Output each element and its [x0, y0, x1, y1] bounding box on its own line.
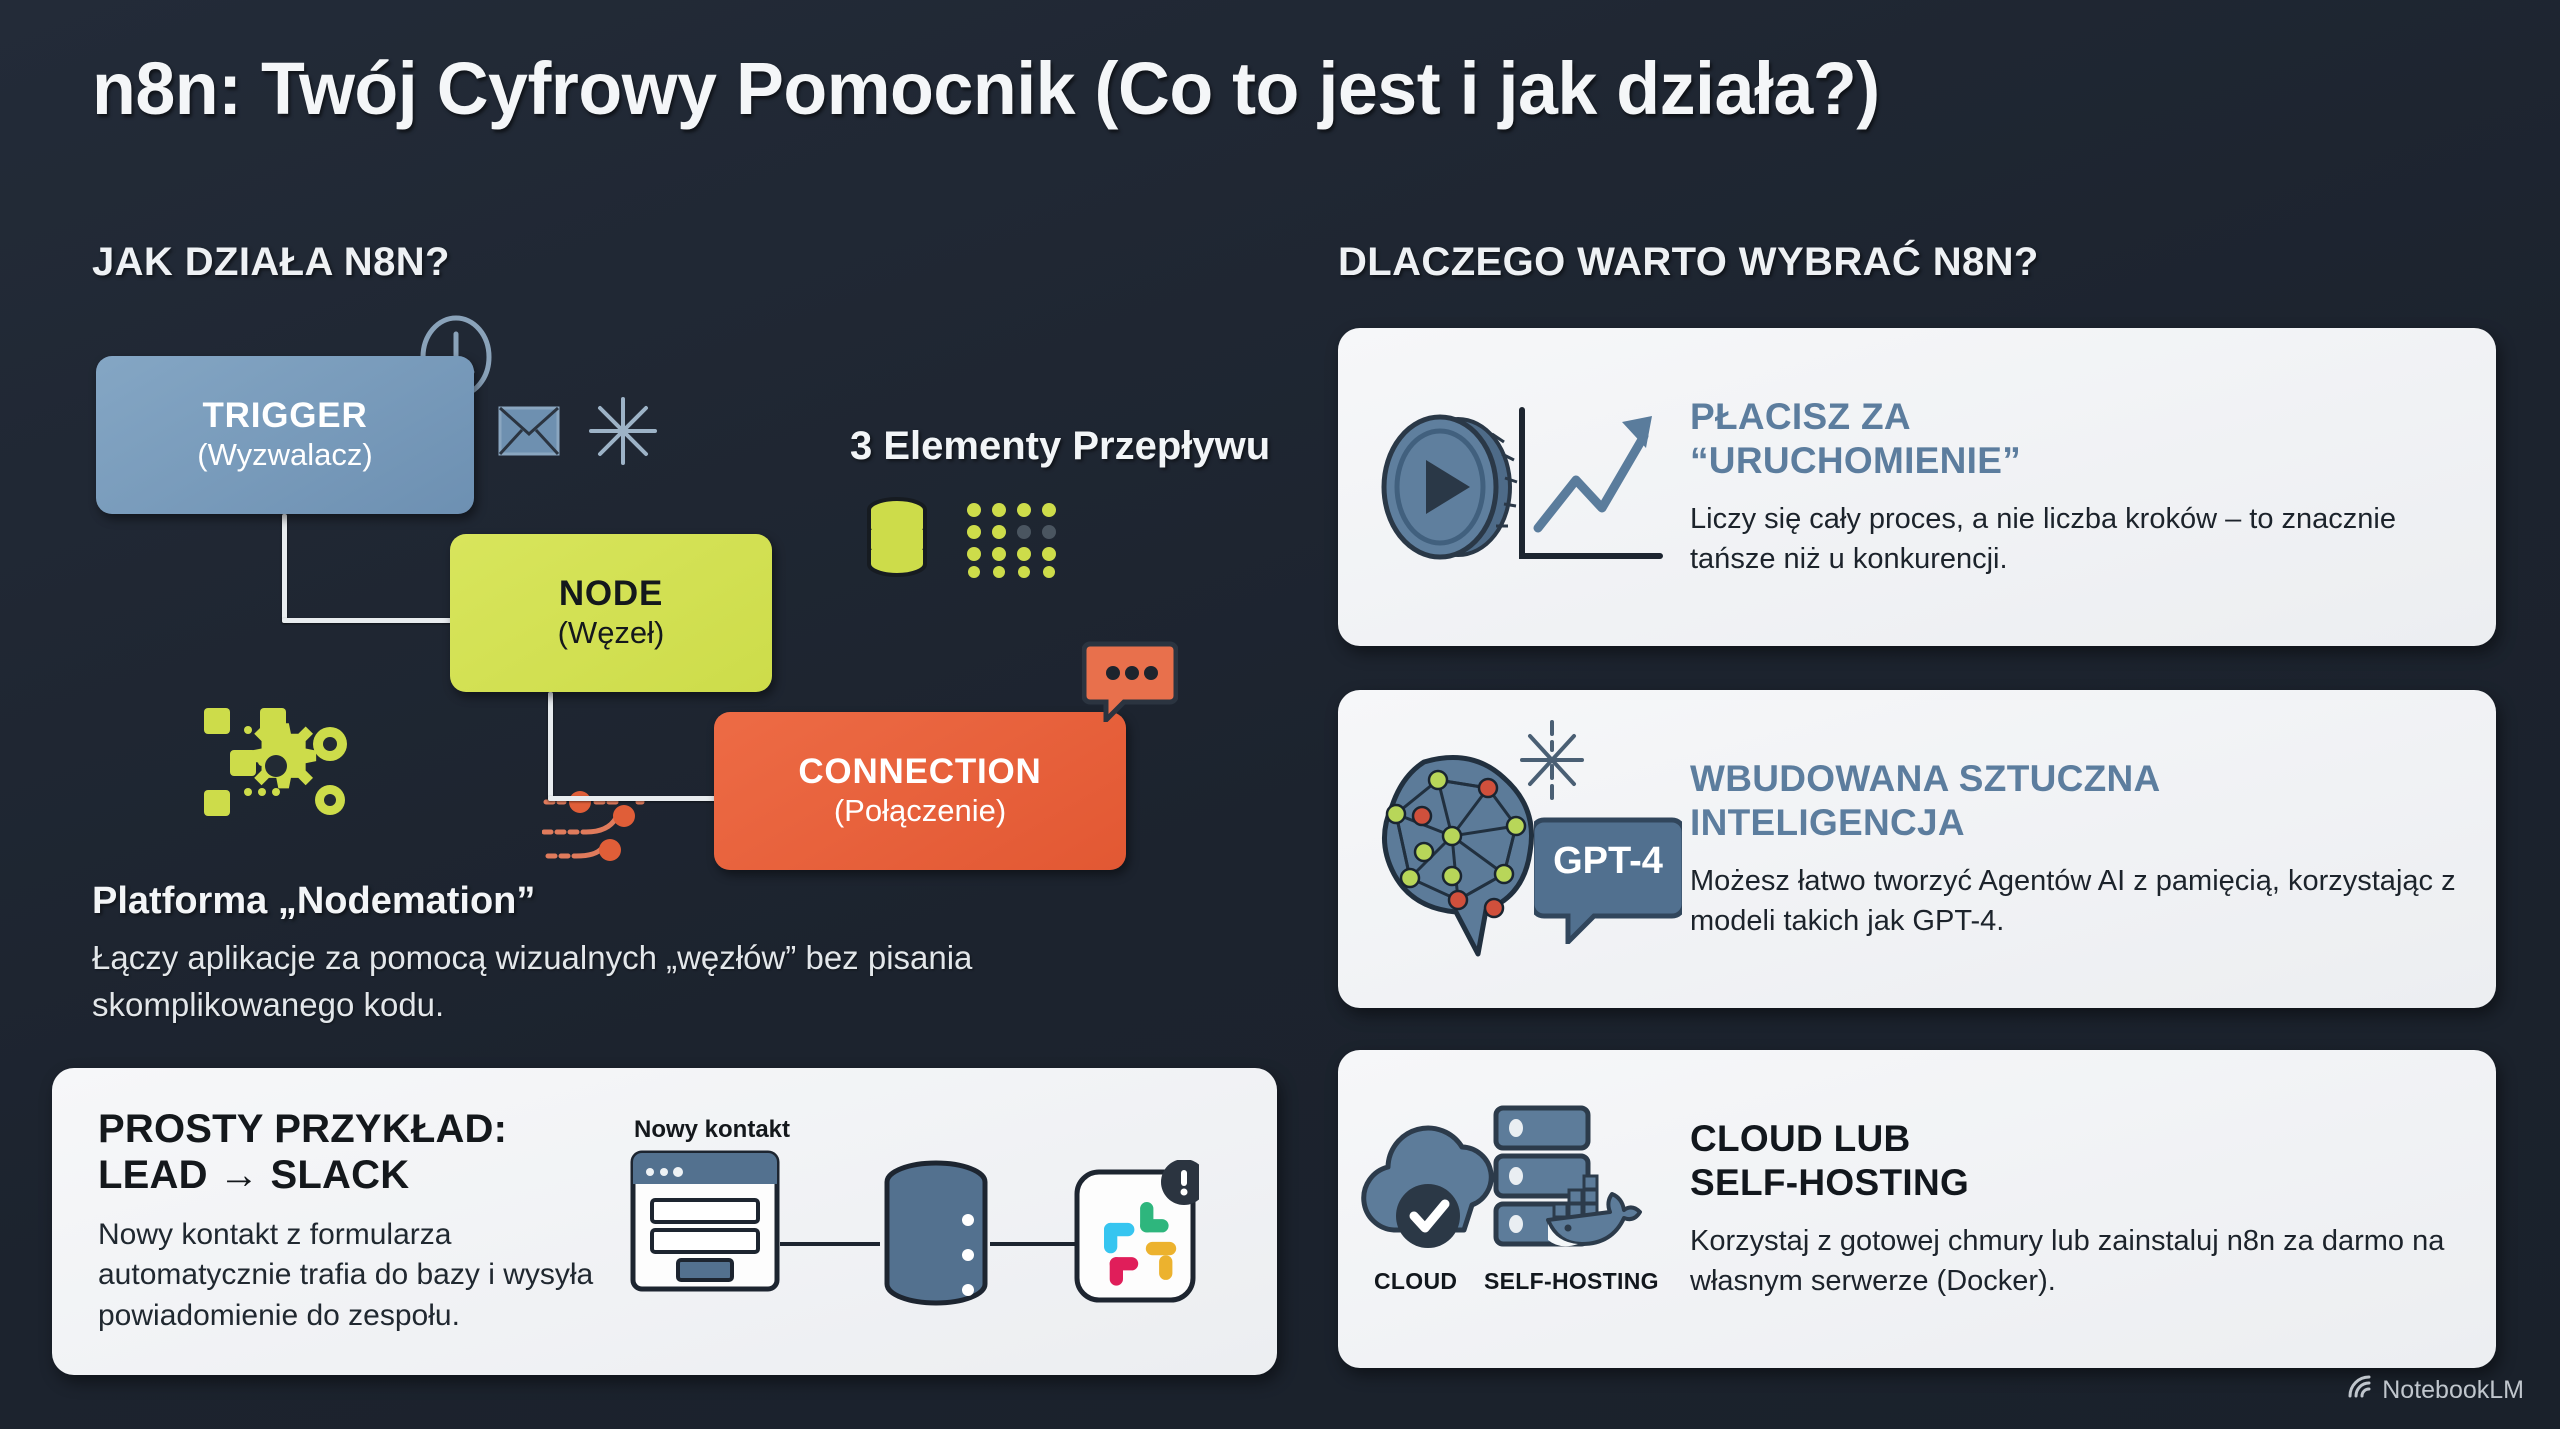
dot-grid-icon: [966, 502, 1056, 583]
cloud-caption: CLOUD: [1374, 1268, 1458, 1294]
hosting-icons: CLOUD: [1338, 1050, 1690, 1368]
pricing-text-block: PŁACISZ ZA “URUCHOMIENIE” Liczy się cały…: [1690, 395, 2496, 580]
platform-block: Platforma „Nodemation” Łączy aplikacje z…: [92, 880, 1232, 1029]
platform-text: Łączy aplikacje za pomocą wizualnych „wę…: [92, 939, 973, 1023]
page-title: n8n: Twój Cyfrowy Pomocnik (Co to jest i…: [92, 47, 1880, 130]
ai-description: Możesz łatwo tworzyć Agentów AI z pamięc…: [1690, 865, 2456, 938]
flow-node-connection[interactable]: CONNECTION (Połączenie): [714, 712, 1126, 870]
flow-node-node-subtitle: (Węzeł): [557, 614, 665, 650]
pricing-heading: PŁACISZ ZA “URUCHOMIENIE”: [1690, 395, 2022, 481]
flow-node-connection-subtitle: (Połączenie): [833, 792, 1007, 828]
database-icon: [866, 496, 928, 583]
ai-text-block: WBUDOWANA SZTUCZNA INTELIGENCJA Możesz ł…: [1690, 757, 2496, 942]
flow-node-trigger-title: TRIGGER: [202, 395, 368, 435]
example-link-2: [990, 1241, 1078, 1246]
section-heading-why-n8n: DLACZEGO WARTO WYBRAĆ N8N?: [1338, 240, 2039, 284]
hosting-text-block: CLOUD LUB SELF-HOSTING Korzystaj z gotow…: [1690, 1117, 2496, 1302]
benefit-card-pricing: PŁACISZ ZA “URUCHOMIENIE” Liczy się cały…: [1338, 328, 2496, 646]
ai-icons: GPT-4: [1338, 690, 1690, 1008]
example-card-text-block: PROSTY PRZYKŁAD: LEAD → SLACK Nowy konta…: [52, 1106, 612, 1337]
circuit-icon: [541, 790, 694, 871]
wire-trigger-to-node-h: [282, 618, 454, 623]
benefit-card-ai: GPT-4 WBUDOWANA SZTUCZNA INTELIGENCJA Mo…: [1338, 690, 2496, 1008]
gears-and-squares-icon: [200, 700, 386, 825]
growth-chart-icon: [1510, 404, 1670, 575]
flow-node-trigger-subtitle: (Wyzwalacz): [197, 436, 373, 472]
example-database-icon: [882, 1160, 990, 1315]
sparkle-icon: [1516, 718, 1588, 813]
flow-node-node-title: NODE: [558, 573, 664, 613]
gpt-badge[interactable]: GPT-4: [1529, 816, 1687, 949]
cloud-check-icon: [1356, 1112, 1506, 1257]
sparkle-icon: [588, 396, 658, 471]
pricing-description: Liczy się cały proces, a nie liczba krok…: [1690, 503, 2396, 576]
example-card: PROSTY PRZYKŁAD: LEAD → SLACK Nowy konta…: [52, 1068, 1277, 1375]
watermark: NotebookLM: [2347, 1374, 2524, 1407]
example-card-description: Nowy kontakt z formularza automatycznie …: [98, 1217, 594, 1333]
slack-icon: [1074, 1158, 1207, 1315]
watermark-label: NotebookLM: [2382, 1376, 2524, 1404]
envelope-icon: [498, 406, 560, 461]
example-card-graphic: Nowy kontakt: [612, 1102, 1232, 1342]
flow-node-node[interactable]: NODE (Węzeł): [450, 534, 772, 692]
benefit-card-hosting: CLOUD: [1338, 1050, 2496, 1368]
coin-play-icon: [1374, 412, 1519, 567]
example-link-1: [780, 1241, 880, 1246]
ai-heading: WBUDOWANA SZTUCZNA INTELIGENCJA: [1690, 757, 2161, 843]
wire-node-to-connection-h: [548, 796, 720, 801]
self-hosting-caption: SELF-HOSTING: [1484, 1268, 1659, 1294]
flow-diagram: TRIGGER (Wyzwalacz) NODE (Węzeł) CONNECT…: [60, 315, 1300, 870]
wire-node-to-connection: [548, 692, 553, 800]
server-docker-icon: [1488, 1104, 1648, 1265]
flow-elements-label: 3 Elementy Przepływu: [850, 424, 1271, 468]
section-heading-how-it-works: JAK DZIAŁA N8N?: [92, 240, 450, 284]
form-window-icon: [630, 1150, 780, 1297]
hosting-description: Korzystaj z gotowej chmury lub zainstalu…: [1690, 1225, 2445, 1298]
flow-node-trigger[interactable]: TRIGGER (Wyzwalacz): [96, 356, 474, 514]
chat-bubble-icon: [1081, 638, 1179, 727]
brain-network-icon: [1366, 748, 1556, 963]
example-card-heading: PROSTY PRZYKŁAD: LEAD → SLACK: [98, 1106, 508, 1198]
hosting-heading: CLOUD LUB SELF-HOSTING: [1690, 1117, 1970, 1203]
pricing-icons: [1338, 328, 1690, 646]
gpt-badge-label: GPT-4: [1553, 840, 1663, 882]
notebooklm-logo-icon: [2347, 1374, 2373, 1407]
wire-trigger-to-node: [282, 514, 287, 622]
flow-node-connection-title: CONNECTION: [798, 751, 1042, 791]
example-graphic-caption: Nowy kontakt: [634, 1115, 791, 1143]
platform-heading: Platforma „Nodemation”: [92, 880, 536, 922]
